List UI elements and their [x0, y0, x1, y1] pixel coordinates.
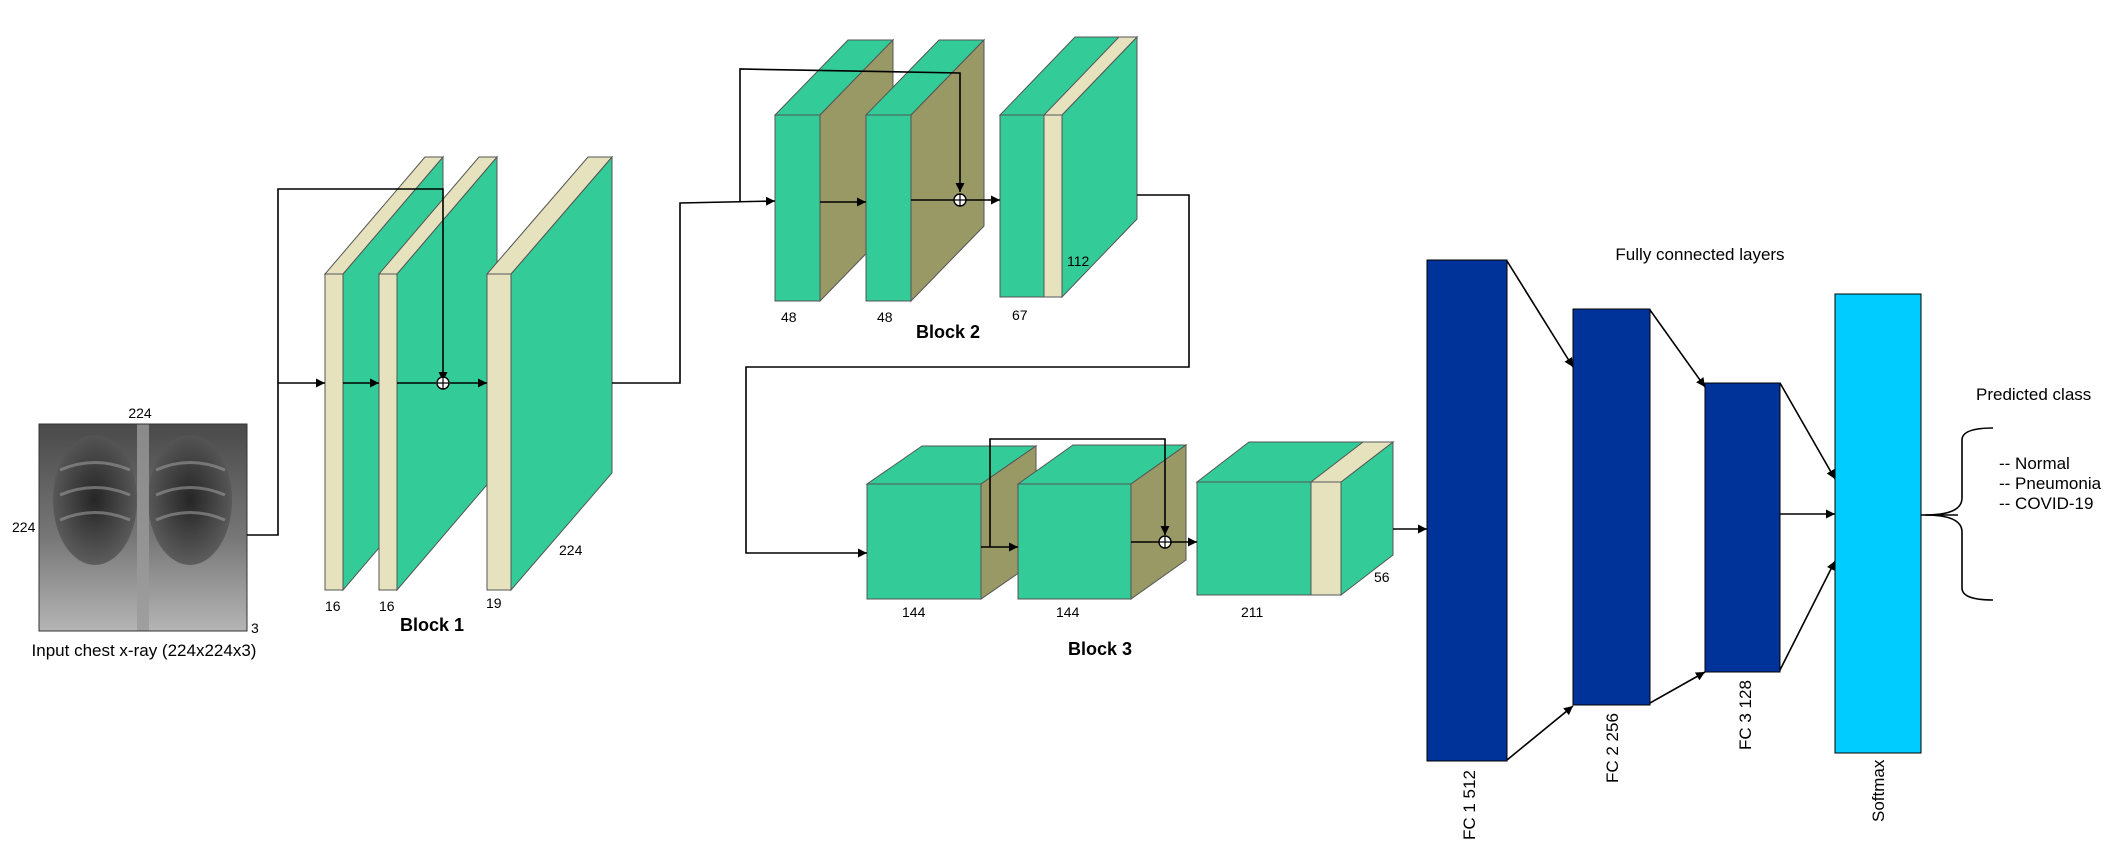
block1-title: Block 1: [400, 615, 464, 635]
block2-channel-label-2: 48: [877, 309, 893, 325]
block2-title: Block 2: [916, 322, 980, 342]
block2-channel-label-3: 67: [1012, 307, 1028, 323]
class-label-pneumonia: -- Pneumonia: [1999, 474, 2102, 493]
block3-channel-label-3: 211: [1241, 604, 1264, 620]
input-width-label: 224: [128, 405, 152, 421]
block1-layer3: [485, 155, 614, 592]
block1-channel-label-2: 16: [379, 598, 395, 614]
fc2-layer: [1572, 308, 1651, 706]
fc-title: Fully connected layers: [1615, 245, 1784, 264]
add-node-block3: [1158, 535, 1172, 549]
block3-channel-label-1: 144: [902, 604, 926, 620]
block3-layer2: [1016, 444, 1188, 600]
block3-layer3: [1195, 440, 1395, 597]
fc2-label: FC 2 256: [1603, 713, 1622, 783]
block3-layer1: [865, 445, 1038, 600]
input-caption: Input chest x-ray (224x224x3): [32, 641, 257, 660]
fc3-label: FC 3 128: [1736, 680, 1755, 750]
softmax-layer: [1834, 293, 1922, 754]
block3-channel-label-2: 144: [1056, 604, 1080, 620]
softmax-label: Softmax: [1869, 759, 1888, 822]
add-node-block2: [953, 193, 967, 207]
left-lung: [53, 435, 137, 565]
class-label-normal: -- Normal: [1999, 454, 2070, 473]
right-lung: [148, 435, 232, 565]
fc1-label: FC 1 512: [1460, 770, 1479, 840]
fc1-layer: [1426, 259, 1508, 762]
add-node-block1: [436, 376, 450, 390]
output-brace: [1924, 427, 1994, 601]
block2-layer3: [998, 35, 1139, 299]
block3-size-label: 56: [1374, 569, 1390, 585]
fc3-layer: [1704, 382, 1781, 673]
class-label-covid: -- COVID-19: [1999, 494, 2093, 513]
input-depth-label: 3: [251, 620, 259, 636]
block1-channel-label-1: 16: [325, 598, 341, 614]
block1-size-label: 224: [559, 542, 583, 558]
input-height-label: 224: [12, 519, 36, 535]
predicted-class-title: Predicted class: [1976, 385, 2091, 404]
input-xray-image: [38, 423, 248, 632]
block2-size-label: 112: [1067, 253, 1090, 269]
block1-channel-label-3: 19: [486, 595, 502, 611]
block3-title: Block 3: [1068, 639, 1132, 659]
block2-channel-label-1: 48: [781, 309, 797, 325]
block2-layer2: [864, 38, 986, 303]
